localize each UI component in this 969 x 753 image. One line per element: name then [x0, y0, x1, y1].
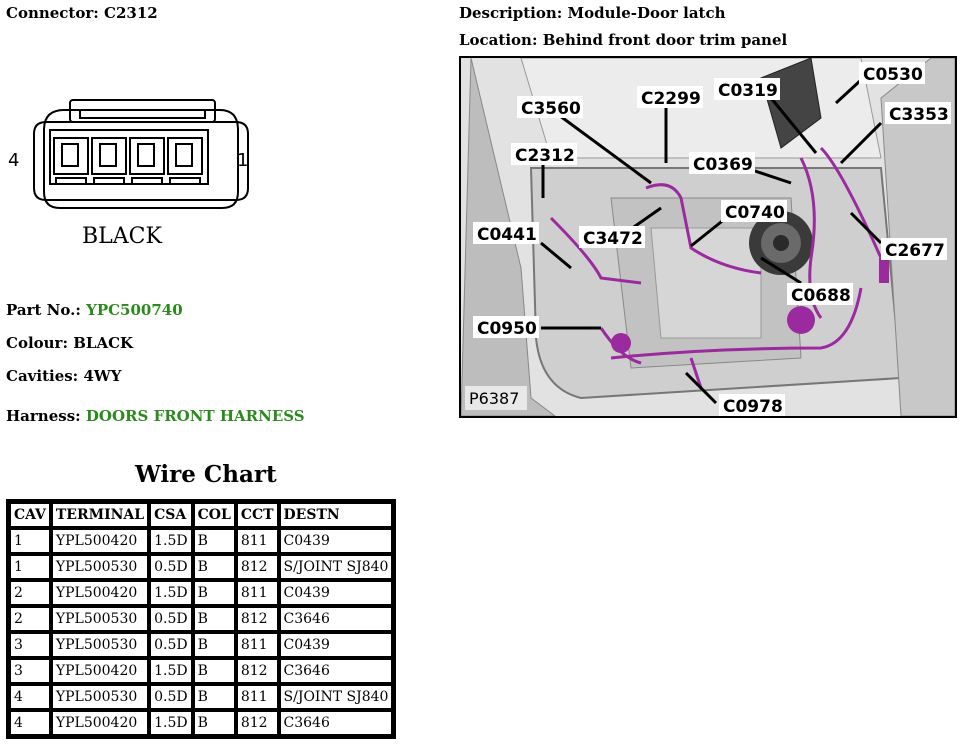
cell-cav: 4 — [9, 684, 51, 710]
col-cct: CCT — [235, 502, 279, 528]
cell-cct: 811 — [235, 580, 279, 606]
connector-heading: Connector: C2312 — [6, 4, 158, 22]
cell-terminal: YPL500420 — [50, 710, 150, 736]
part-number-link[interactable]: YPC500740 — [86, 301, 183, 319]
cell-csa: 1.5D — [149, 528, 193, 554]
cell-cct: 812 — [235, 710, 279, 736]
cell-col: B — [192, 632, 236, 658]
cell-col: B — [192, 658, 236, 684]
cell-cct: 812 — [235, 606, 279, 632]
table-header-row: CAV TERMINAL CSA COL CCT DESTN — [9, 502, 394, 528]
cavities-line: Cavities: 4WY — [6, 367, 122, 385]
description-line: Description: Module-Door latch — [459, 4, 726, 22]
cell-terminal: YPL500420 — [50, 528, 150, 554]
cell-cav: 1 — [9, 528, 51, 554]
callout-c0950: C0950 — [477, 319, 537, 339]
callout-c3353: C3353 — [889, 105, 949, 125]
location-line: Location: Behind front door trim panel — [459, 31, 788, 49]
callout-c0530: C0530 — [863, 65, 923, 85]
cell-col: B — [192, 528, 236, 554]
cell-cav: 2 — [9, 580, 51, 606]
cell-cct: 812 — [235, 658, 279, 684]
door-location-photo: C0530 C0319 C2299 C3560 C3353 C2312 C036… — [459, 56, 957, 418]
callout-c3472: C3472 — [583, 229, 643, 249]
cell-destn: C0439 — [278, 580, 394, 606]
cell-terminal: YPL500530 — [50, 554, 150, 580]
cell-cct: 812 — [235, 554, 279, 580]
col-destn: DESTN — [278, 502, 394, 528]
cell-destn: C3646 — [278, 606, 394, 632]
callout-c0441: C0441 — [477, 225, 537, 245]
connector-face-diagram: 4 1 BLACK — [8, 99, 249, 249]
cell-csa: 1.5D — [149, 710, 193, 736]
cell-destn: C3646 — [278, 710, 394, 736]
cell-terminal: YPL500420 — [50, 658, 150, 684]
cell-cav: 2 — [9, 606, 51, 632]
callout-c2312: C2312 — [515, 146, 575, 166]
cell-cct: 811 — [235, 528, 279, 554]
cell-csa: 0.5D — [149, 632, 193, 658]
connector-id: C2312 — [104, 4, 158, 22]
cell-col: B — [192, 710, 236, 736]
col-terminal: TERMINAL — [50, 502, 150, 528]
cell-csa: 1.5D — [149, 580, 193, 606]
wire-chart-title: Wire Chart — [135, 461, 277, 488]
cell-csa: 0.5D — [149, 606, 193, 632]
colour-line: Colour: BLACK — [6, 334, 134, 352]
pin-left-number: 4 — [8, 150, 19, 171]
harness-line: Harness: DOORS FRONT HARNESS — [6, 407, 305, 425]
col-col: COL — [192, 502, 236, 528]
harness-link[interactable]: DOORS FRONT HARNESS — [85, 407, 305, 425]
cell-terminal: YPL500530 — [50, 606, 150, 632]
cell-csa: 1.5D — [149, 658, 193, 684]
cell-destn: C0439 — [278, 632, 394, 658]
cell-col: B — [192, 684, 236, 710]
callout-c0740: C0740 — [725, 203, 785, 223]
callout-c2677: C2677 — [885, 241, 945, 261]
callout-c0369: C0369 — [693, 155, 753, 175]
cell-destn: C0439 — [278, 528, 394, 554]
cell-terminal: YPL500530 — [50, 684, 150, 710]
cell-cav: 3 — [9, 658, 51, 684]
callout-c3560: C3560 — [521, 99, 581, 119]
cell-destn: C3646 — [278, 658, 394, 684]
cell-cav: 3 — [9, 632, 51, 658]
cell-col: B — [192, 580, 236, 606]
col-csa: CSA — [149, 502, 193, 528]
cell-terminal: YPL500530 — [50, 632, 150, 658]
connector-colour-caption: BLACK — [82, 224, 162, 249]
cell-cct: 811 — [235, 684, 279, 710]
cell-destn: S/JOINT SJ840 — [278, 684, 394, 710]
cell-destn: S/JOINT SJ840 — [278, 554, 394, 580]
door-illustration: C0530 C0319 C2299 C3560 C3353 C2312 C036… — [461, 58, 955, 416]
cell-cav: 4 — [9, 710, 51, 736]
cell-col: B — [192, 554, 236, 580]
cell-terminal: YPL500420 — [50, 580, 150, 606]
cell-csa: 0.5D — [149, 554, 193, 580]
callout-c0319: C0319 — [718, 81, 778, 101]
cell-col: B — [192, 606, 236, 632]
callout-c0978: C0978 — [723, 397, 783, 416]
cell-cav: 1 — [9, 554, 51, 580]
part-number-line: Part No.: YPC500740 — [6, 301, 183, 319]
photo-ref-id: P6387 — [469, 389, 519, 408]
pin-right-number: 1 — [237, 150, 248, 171]
callout-c2299: C2299 — [641, 89, 701, 109]
cell-csa: 0.5D — [149, 684, 193, 710]
col-cav: CAV — [9, 502, 51, 528]
callout-c0688: C0688 — [791, 286, 851, 306]
cell-cct: 811 — [235, 632, 279, 658]
